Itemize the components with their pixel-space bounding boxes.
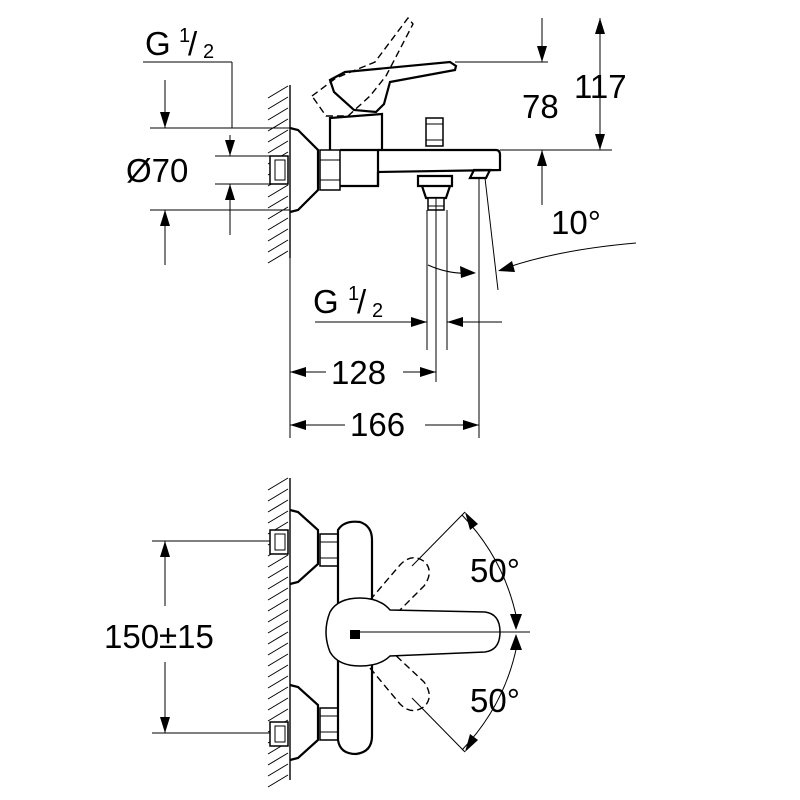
- thread-label-bottom-main: G: [313, 283, 339, 320]
- wall-hatch-line: [267, 499, 289, 513]
- wall-hatch-line: [267, 708, 289, 722]
- rotation-angle-lower-label: 50°: [470, 682, 520, 719]
- shower-outlet: [416, 174, 454, 211]
- wall-hatch-line: [267, 239, 289, 253]
- lever-rotated-down-dashed: [369, 649, 430, 712]
- thread-label-top-main: G: [145, 25, 171, 62]
- wall-hatch-line: [267, 250, 289, 264]
- wall-hatch-line: [267, 129, 289, 143]
- extension-lines-side: [143, 61, 612, 438]
- thread-label-bottom: G 1 / 2: [313, 283, 383, 322]
- wall-hatch-line: [267, 510, 289, 524]
- total-depth-label: 166: [350, 406, 405, 443]
- wall-hatch-line: [267, 228, 289, 242]
- wall-hatch-line: [267, 675, 289, 689]
- wall-hatch-line: [267, 598, 289, 612]
- wall-hatch-line: [267, 697, 289, 711]
- wall-hatch-line: [267, 107, 289, 121]
- wall-hatch-line: [267, 642, 289, 656]
- wall-hatch-line: [267, 620, 289, 634]
- wall-connection-upper: [269, 508, 339, 586]
- total-height-label: 117: [574, 68, 627, 105]
- wall-hatch-line: [267, 477, 289, 491]
- rotation-angle-upper-label: 50°: [470, 552, 520, 589]
- spout-height-label: 78: [522, 88, 559, 125]
- wall-hatch-line: [267, 195, 289, 209]
- wall-hatch-line: [267, 565, 289, 579]
- wall-hatch-line: [267, 664, 289, 678]
- wall-hatch-line: [267, 752, 289, 766]
- wall-hatch-line: [267, 587, 289, 601]
- wall-hatch-line: [267, 609, 289, 623]
- lever-indicator: [350, 630, 360, 639]
- wall-hatch-line: [267, 631, 289, 645]
- diameter-label: Ø70: [126, 152, 188, 189]
- wall-connection-side: [269, 126, 341, 214]
- svg-text:/: /: [188, 25, 198, 62]
- thread-label-bottom-denominator: 2: [372, 300, 383, 322]
- thread-label-top-numerator: 1: [179, 25, 190, 47]
- wall-hatch-line: [267, 554, 289, 568]
- wall-connection-lower: [269, 683, 339, 762]
- wall-hatch-line: [267, 206, 289, 220]
- wall-hatch-line: [267, 118, 289, 132]
- thread-label-bottom-numerator: 1: [348, 283, 359, 305]
- wall-hatch-line: [267, 85, 289, 99]
- dimension-lines-top: [160, 512, 522, 752]
- outlet-depth-label: 128: [331, 354, 386, 391]
- side-view: G 1 / 2 Ø70 78 117 10° G 1 / 2 128 166: [126, 16, 637, 443]
- wall-hatching-side: [267, 85, 291, 264]
- wall-hatch-line: [267, 576, 289, 590]
- thread-label-top: G 1 / 2: [145, 25, 214, 63]
- wall-hatch-line: [267, 140, 289, 154]
- extension-lines-top: [152, 511, 530, 753]
- dimension-lines-side: [160, 18, 637, 430]
- center-distance-label: 150±15: [104, 618, 214, 655]
- diverter-knob: [425, 117, 444, 147]
- svg-text:/: /: [357, 283, 367, 320]
- wall-hatch-line: [267, 488, 289, 502]
- thread-label-top-denominator: 2: [203, 41, 214, 63]
- wall-hatch-line: [267, 763, 289, 777]
- wall-hatch-line: [267, 217, 289, 231]
- lever-handle-raised-dashed: [311, 16, 414, 117]
- wall-hatch-line: [267, 653, 289, 667]
- wall-hatch-line: [267, 96, 289, 110]
- mixer-body-top: [336, 520, 374, 756]
- top-view: 150±15 50° 50°: [104, 477, 530, 788]
- wall-hatch-line: [267, 184, 289, 198]
- wall-hatch-line: [267, 686, 289, 700]
- lever-handle-side: [328, 60, 458, 114]
- mixer-body-side: [328, 112, 502, 188]
- spout-angle-label: 10°: [551, 204, 601, 241]
- lever-rotated-up-dashed: [369, 557, 430, 621]
- wall-hatch-line: [267, 774, 289, 788]
